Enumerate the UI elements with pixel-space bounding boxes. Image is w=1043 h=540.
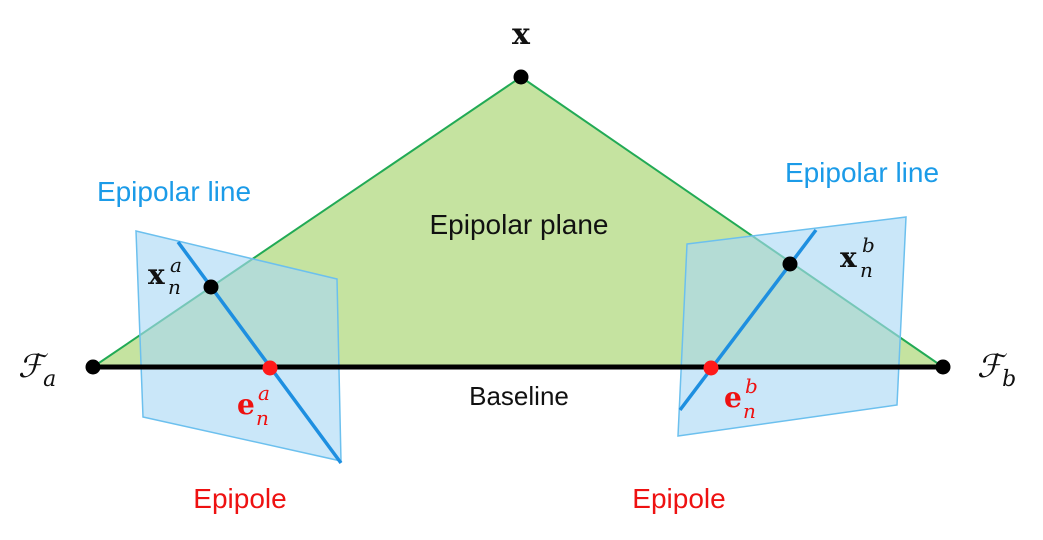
point-x	[513, 69, 529, 85]
svg-text:b: b	[862, 233, 875, 257]
label-x-n-b: x n b	[840, 233, 875, 282]
label-epipole-right: Epipole	[632, 483, 725, 514]
label-epipole-left: Epipole	[193, 483, 286, 514]
epipolar-line-a	[176, 240, 343, 465]
svg-text:x: x	[840, 241, 857, 274]
point-x-n-a	[203, 279, 219, 295]
label-epipolar-plane: Epipolar plane	[429, 209, 608, 240]
svg-text:e: e	[724, 381, 742, 414]
svg-text:a: a	[258, 381, 270, 405]
svg-text:n: n	[256, 406, 269, 430]
image-plane-b	[677, 216, 907, 437]
svg-text:n: n	[168, 275, 181, 299]
svg-text:x: x	[148, 258, 165, 291]
svg-text:n: n	[743, 399, 756, 423]
epipole-point-b	[703, 360, 719, 376]
label-camera-a: ℱa	[18, 347, 56, 392]
svg-text:n: n	[860, 258, 873, 282]
epipole-point-a	[262, 360, 278, 376]
label-x-n-a: x n a	[148, 253, 182, 299]
camera-center-b	[935, 359, 951, 375]
svg-text:e: e	[237, 388, 255, 421]
camera-center-a	[85, 359, 101, 375]
label-camera-b: ℱb	[977, 347, 1016, 392]
label-epipolar-line-right: Epipolar line	[785, 157, 939, 188]
point-x-n-b	[782, 256, 798, 272]
svg-text:a: a	[170, 253, 182, 277]
label-e-n-b: e n b	[724, 374, 758, 423]
label-epipolar-line-left: Epipolar line	[97, 176, 251, 207]
label-point-x: x	[512, 17, 531, 52]
svg-text:b: b	[745, 374, 758, 398]
label-baseline: Baseline	[469, 381, 569, 411]
label-e-n-a: e n a	[237, 381, 270, 430]
